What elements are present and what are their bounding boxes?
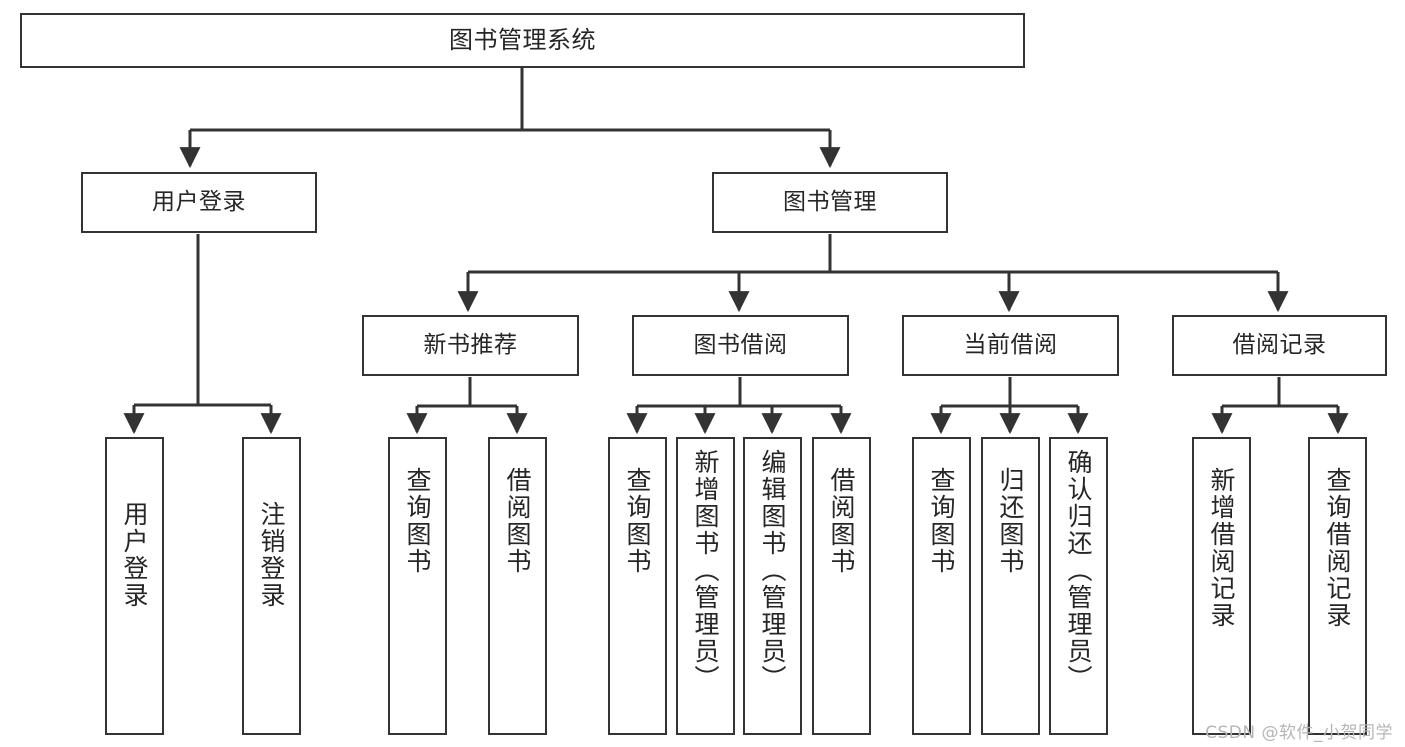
node-current-borrow[interactable]: 当前借阅 (902, 315, 1119, 376)
node-label: 借阅记录 (1232, 332, 1327, 359)
node-label: 图书管理 (783, 189, 877, 216)
leaf-book-borrow-query-books[interactable]: 查询图书 (608, 437, 667, 735)
leaf-borrow-record-query-record[interactable]: 查询借阅记录 (1308, 437, 1367, 735)
node-label: 用户登录 (120, 501, 149, 609)
leaf-user-login-login[interactable]: 用户登录 (105, 437, 164, 735)
node-label: 新书推荐 (423, 332, 518, 359)
node-book-management[interactable]: 图书管理 (712, 172, 948, 233)
leaf-current-borrow-query-books[interactable]: 查询图书 (912, 437, 971, 735)
leaf-book-borrow-edit-book-admin[interactable]: 编辑图书（管理员） (743, 437, 802, 735)
node-label: 用户登录 (152, 189, 246, 216)
csdn-watermark: CSDN @软件_小贺同学 (1205, 723, 1393, 743)
leaf-current-borrow-confirm-return-admin[interactable]: 确认归还（管理员） (1049, 437, 1108, 735)
node-label: 借阅图书 (827, 467, 856, 575)
node-new-book-recommendation[interactable]: 新书推荐 (362, 315, 579, 376)
node-user-login[interactable]: 用户登录 (81, 172, 317, 233)
node-label: 借阅图书 (503, 467, 532, 575)
leaf-book-borrow-borrow-books[interactable]: 借阅图书 (812, 437, 871, 735)
leaf-user-login-logout[interactable]: 注销登录 (242, 437, 301, 735)
node-label: 确认归还（管理员） (1064, 449, 1093, 692)
node-label: 查询图书 (927, 467, 956, 575)
node-label: 查询图书 (623, 467, 652, 575)
node-label: 归还图书 (996, 467, 1025, 575)
leaf-new-book-borrow-books[interactable]: 借阅图书 (488, 437, 547, 735)
node-label: 当前借阅 (963, 332, 1058, 359)
node-book-borrow[interactable]: 图书借阅 (632, 315, 849, 376)
leaf-current-borrow-return-books[interactable]: 归还图书 (981, 437, 1040, 735)
node-root-book-management-system[interactable]: 图书管理系统 (20, 13, 1025, 68)
node-label: 注销登录 (257, 501, 286, 609)
leaf-book-borrow-add-book-admin[interactable]: 新增图书（管理员） (676, 437, 735, 735)
node-label: 编辑图书（管理员） (758, 449, 787, 692)
node-label: 图书管理系统 (449, 25, 596, 54)
node-label: 新增借阅记录 (1207, 467, 1236, 629)
node-label: 图书借阅 (693, 332, 788, 359)
node-label: 新增图书（管理员） (691, 449, 720, 692)
leaf-borrow-record-add-record[interactable]: 新增借阅记录 (1192, 437, 1251, 735)
node-borrow-record[interactable]: 借阅记录 (1172, 315, 1387, 376)
node-label: 查询图书 (403, 467, 432, 575)
node-label: 查询借阅记录 (1323, 467, 1352, 629)
leaf-new-book-query-books[interactable]: 查询图书 (388, 437, 447, 735)
